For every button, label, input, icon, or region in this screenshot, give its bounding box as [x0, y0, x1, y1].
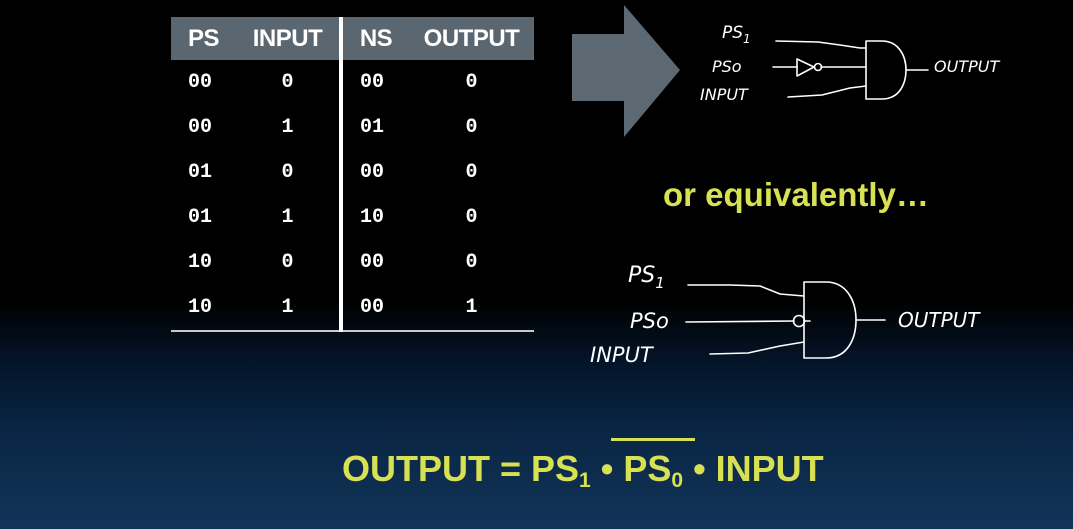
cell-ns: 00	[339, 285, 409, 332]
table-row: 00 0 00 0	[171, 60, 534, 105]
cell-input: 1	[281, 206, 294, 229]
inverter-gate	[796, 58, 815, 77]
ps0-label-bottom: PSo	[630, 309, 669, 333]
state-transition-table: PS INPUT NS OUTPUT 00 0 00 0 00 1 01 0 0…	[171, 17, 534, 332]
equation-sub-0: 0	[671, 469, 684, 492]
cell-ns: 10	[339, 195, 409, 240]
ps1-label-bottom: PS1	[628, 263, 665, 292]
cell-ns: 01	[339, 105, 409, 150]
equation-dot-1: •	[590, 448, 624, 489]
table-row: 01 1 10 0	[171, 195, 534, 240]
cell-input: 0	[281, 71, 294, 94]
cell-input: 0	[281, 161, 294, 184]
header-output: OUTPUT	[409, 17, 534, 60]
and-gate-bottom	[803, 281, 857, 359]
and-gate-top	[865, 40, 907, 100]
cell-ps: 01	[188, 161, 213, 184]
cell-output: 0	[465, 251, 478, 274]
input-label-bottom: INPUT	[590, 343, 655, 367]
cell-ns: 00	[339, 240, 409, 285]
cell-ns: 00	[339, 60, 409, 105]
cell-input: 1	[281, 116, 294, 139]
circuit-bottom	[685, 281, 886, 359]
cell-ps: 01	[188, 206, 213, 229]
equation-rest: • INPUT	[683, 448, 824, 489]
output-equation: OUTPUT = PS1 • PS0 • INPUT	[342, 438, 824, 493]
table-row: 01 0 00 0	[171, 150, 534, 195]
cell-input: 1	[236, 285, 341, 332]
ps1-label-top: PS1	[722, 23, 751, 46]
cell-ps: 10	[171, 285, 236, 332]
cell-output: 0	[465, 206, 478, 229]
table-header-row: PS INPUT NS OUTPUT	[171, 17, 534, 60]
input-label-top: INPUT	[700, 85, 749, 104]
cell-ps: 00	[188, 116, 213, 139]
ps0-complement: PS0	[611, 438, 695, 493]
table-row: 10 1 00 1	[171, 285, 534, 332]
cell-input: 0	[281, 251, 294, 274]
equivalently-caption: or equivalently…	[663, 176, 929, 213]
right-arrow-icon	[572, 5, 680, 137]
equation-lhs: OUTPUT = PS	[342, 448, 580, 489]
cell-output: 1	[409, 285, 534, 332]
table-row: 00 1 01 0	[171, 105, 534, 150]
output-label-bottom: OUTPUT	[898, 308, 981, 332]
output-label-top: OUTPUT	[934, 57, 1000, 76]
cell-ns: 00	[339, 150, 409, 195]
ps0-label-top: PSo	[712, 57, 742, 76]
table-row: 10 0 00 0	[171, 240, 534, 285]
inverter-bubble	[792, 314, 806, 328]
equation-ps0: PS	[623, 448, 672, 489]
cell-output: 0	[465, 161, 478, 184]
header-input: INPUT	[236, 17, 341, 60]
cell-ps: 00	[188, 71, 213, 94]
circuit-top	[772, 40, 929, 100]
equation-sub-1: 1	[579, 469, 591, 492]
header-ps: PS	[171, 17, 236, 60]
cell-ps: 10	[188, 251, 213, 274]
header-ns: NS	[339, 17, 409, 60]
cell-output: 0	[465, 71, 478, 94]
cell-output: 0	[465, 116, 478, 139]
